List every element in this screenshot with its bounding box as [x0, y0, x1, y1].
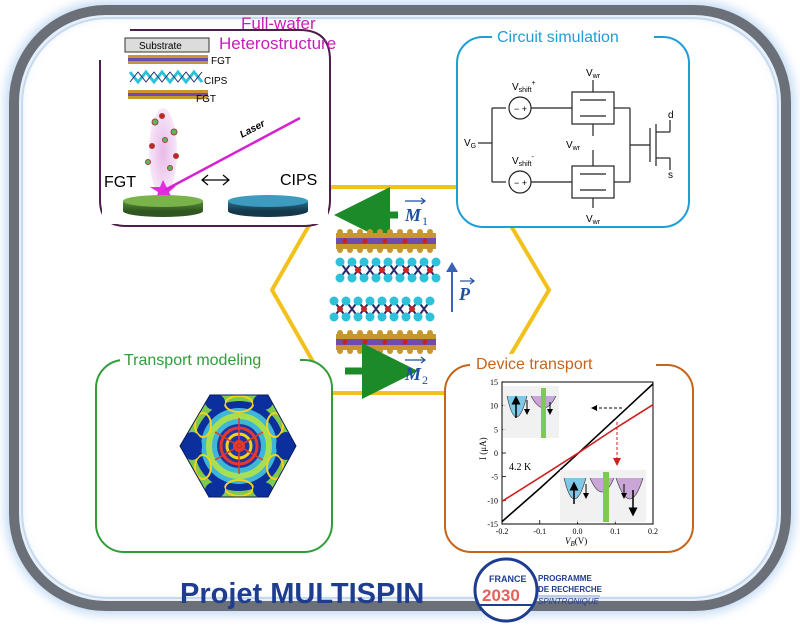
svg-text:Vshift-: Vshift- [512, 154, 535, 168]
device-transport-title: Device transport [476, 356, 593, 373]
programme-line3: SPINTRONIQUE [538, 597, 600, 606]
x-tick-label: 0.2 [648, 527, 658, 536]
svg-text:s: s [668, 170, 673, 181]
x-tick-label: 0.0 [573, 527, 583, 536]
x-axis-label: VB(V) [565, 536, 587, 548]
x-tick-label: -0.2 [496, 527, 509, 536]
panel-circuit-simulation: Circuit simulation [456, 27, 690, 228]
iv-series-line-2 [501, 404, 654, 502]
svg-text:1: 1 [422, 214, 428, 228]
plasma-plume [149, 108, 177, 196]
mini-stack [128, 55, 208, 99]
programme-line1: PROGRAMME [538, 574, 592, 583]
top-fgt-layer [336, 229, 436, 253]
panel-full-wafer: Full-wafer Heterostructure Substrate FGT… [99, 14, 336, 227]
y-tick-label: 5 [494, 425, 498, 434]
svg-text:2030: 2030 [482, 586, 520, 605]
m1-label: M 1 [404, 197, 428, 228]
svg-text:FRANCE: FRANCE [489, 574, 527, 584]
band-inset-top [503, 386, 559, 438]
cips-layer-upper [335, 257, 441, 283]
x-tick-label: 0.1 [610, 527, 620, 536]
svg-text:Substrate: Substrate [139, 41, 182, 52]
circuit-title: Circuit simulation [497, 29, 619, 46]
y-tick-label: 0 [494, 449, 498, 458]
y-tick-label: 10 [490, 402, 498, 411]
y-tick-label: 15 [490, 378, 498, 387]
svg-text:FGT: FGT [104, 174, 136, 191]
m2-label: M 2 [404, 356, 428, 387]
svg-text:2: 2 [422, 373, 428, 387]
full-wafer-title-line2: Heterostructure [219, 34, 336, 53]
circuit-schematic [478, 80, 671, 208]
svg-text:P: P [458, 284, 471, 304]
svg-text:Vshift+: Vshift+ [512, 80, 536, 94]
p-label: P [458, 277, 475, 304]
svg-text:FGT: FGT [211, 56, 231, 67]
y-axis-label: I (μA) [478, 437, 488, 460]
svg-text:Vwr: Vwr [566, 140, 581, 152]
outer-frame [5, 1, 795, 615]
svg-text:VG: VG [464, 138, 476, 150]
bottom-fgt-layer [336, 330, 436, 354]
ablated-particles [145, 113, 179, 171]
y-tick-label: -5 [491, 473, 498, 482]
panel-device-transport: Device transport 15 10 5 0 -5 -10 -15 -0.2 -0.1… [444, 354, 694, 553]
y-tick-label: -10 [487, 496, 498, 505]
svg-text:M: M [404, 364, 422, 384]
svg-text:Vwr: Vwr [586, 68, 601, 80]
france-2030-logo: FRANCE 2030 [473, 557, 539, 623]
circuit-labels: − + − + Vshift+ Vshift- VG Vwr Vwr Vwr d… [464, 68, 674, 226]
svg-text:CIPS: CIPS [204, 76, 228, 87]
svg-text:Vwr: Vwr [586, 214, 601, 226]
svg-text:− +: − + [514, 104, 527, 114]
laser-beam [164, 116, 301, 192]
transport-modeling-title: Transport modeling [124, 352, 261, 369]
project-title: Projet MULTISPIN [180, 578, 424, 610]
footer: Projet MULTISPIN FRANCE 2030 PROGRAMME D… [180, 557, 603, 623]
panel-transport-modeling: Transport modeling [95, 350, 333, 553]
svg-text:CIPS: CIPS [280, 172, 317, 189]
swap-arrow-icon [201, 174, 230, 186]
cips-target-disk [228, 195, 308, 217]
center-heterostructure: M 1 [329, 187, 475, 399]
y-tick-label: -15 [487, 520, 498, 529]
programme-line2: DE RECHERCHE [538, 585, 603, 594]
temperature-annotation: 4.2 K [509, 462, 532, 473]
x-tick-label: -0.1 [533, 527, 546, 536]
svg-text:− +: − + [514, 178, 527, 188]
substrate-box [124, 37, 210, 53]
band-inset-bottom [560, 470, 646, 522]
svg-text:M: M [404, 205, 422, 225]
svg-text:d: d [668, 110, 674, 121]
fgt-target-disk [123, 195, 203, 217]
svg-text:FGT: FGT [196, 94, 216, 105]
full-wafer-title-line1: Full-wafer [241, 14, 316, 33]
cips-layer-lower [329, 296, 435, 322]
